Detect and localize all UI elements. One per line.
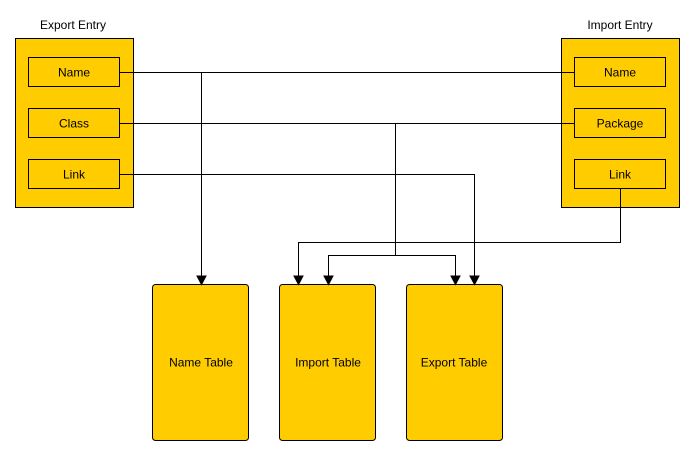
- import-field-package-label: Package: [597, 117, 644, 131]
- arrow-import-table-left: [293, 275, 304, 286]
- import-field-link: [574, 159, 666, 189]
- export-table-label: Export Table: [421, 356, 488, 370]
- export-table-box: [406, 284, 503, 441]
- import-table-label: Import Table: [295, 356, 361, 370]
- import-entry-title: Import Entry: [587, 18, 652, 32]
- export-entry-title: Export Entry: [40, 18, 106, 32]
- export-field-name: [28, 57, 120, 87]
- export-field-class-label: Class: [59, 117, 89, 131]
- name-table-label: Name Table: [169, 356, 233, 370]
- export-field-name-label: Name: [58, 66, 90, 80]
- import-field-package: [574, 108, 666, 138]
- connector-import-link-to-import-table: [298, 188, 621, 276]
- arrow-export-table-left: [450, 275, 461, 286]
- connector-export-link-to-export-table: [119, 174, 475, 276]
- import-field-link-label: Link: [609, 168, 632, 182]
- export-field-link-label: Link: [63, 168, 86, 182]
- connector-class-to-export-table: [395, 255, 456, 276]
- arrow-import-table-right: [323, 275, 334, 286]
- connector-package-to-import-table: [328, 123, 396, 276]
- import-table-box: [279, 284, 376, 441]
- import-field-name-label: Name: [604, 66, 636, 80]
- arrow-name-table: [196, 275, 207, 286]
- export-field-class: [28, 108, 120, 138]
- name-table-box: [152, 284, 249, 441]
- arrow-export-table-right: [469, 275, 480, 286]
